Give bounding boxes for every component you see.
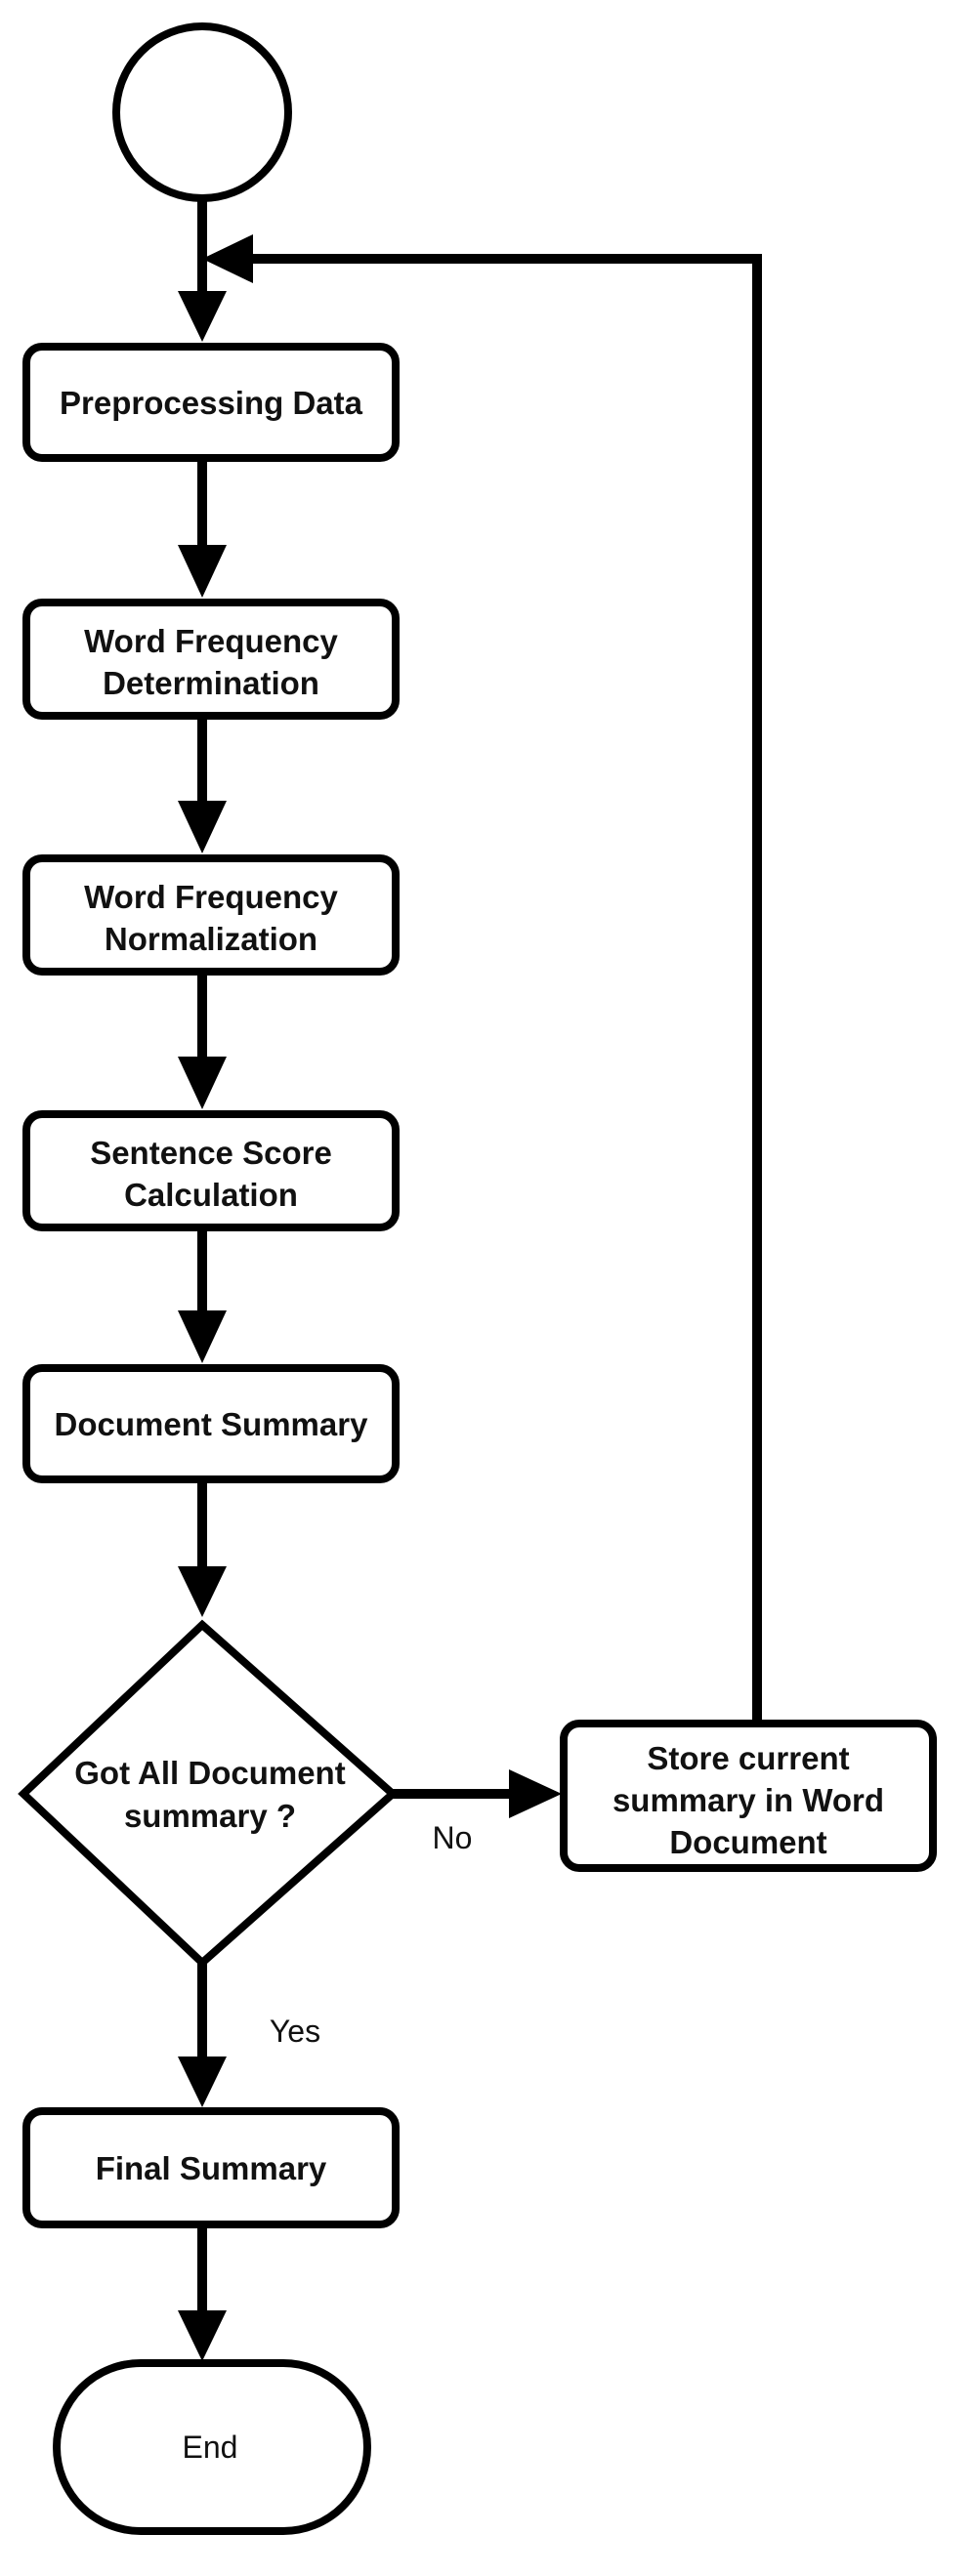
decision-line-2: summary ? (124, 1798, 296, 1834)
arrowhead (509, 1769, 562, 1818)
store-summary-node: Store current summary in Word Document (560, 1720, 937, 1872)
preprocessing-node: Preprocessing Data (22, 343, 400, 462)
store-summary-line-1: Store current (647, 1740, 849, 1776)
sentence-score-calculation-line-1: Sentence Score (90, 1135, 332, 1171)
sentence-score-calculation-node: Sentence Score Calculation (22, 1110, 400, 1231)
word-frequency-determination-line-1: Word Frequency (84, 623, 338, 659)
document-summary-node: Document Summary (22, 1364, 400, 1483)
arrowhead (178, 1310, 227, 1363)
arrowhead (178, 1566, 227, 1617)
word-frequency-determination-line-2: Determination (103, 665, 319, 701)
arrowhead (178, 291, 227, 342)
arrowhead (178, 545, 227, 598)
store-summary-line-2: summary in Word (613, 1782, 884, 1818)
word-frequency-determination-node: Word Frequency Determination (22, 599, 400, 720)
sentence-score-calculation-line-2: Calculation (124, 1177, 298, 1213)
final-summary-label: Final Summary (96, 2150, 327, 2186)
word-frequency-normalization-line-2: Normalization (105, 921, 317, 957)
final-summary-node: Final Summary (22, 2107, 400, 2228)
edge-store-loop-back (249, 254, 762, 1724)
arrowhead (178, 2310, 227, 2361)
document-summary-label: Document Summary (55, 1406, 369, 1442)
end-node: End (53, 2359, 371, 2535)
decision-node: Got All Document summary ? (18, 1619, 400, 1969)
arrowhead (202, 234, 253, 283)
arrowhead (178, 801, 227, 853)
end-label: End (183, 2430, 238, 2465)
word-frequency-normalization-line-1: Word Frequency (84, 879, 338, 915)
store-summary-line-3: Document (669, 1824, 826, 1860)
arrowhead (178, 1057, 227, 1109)
word-frequency-normalization-node: Word Frequency Normalization (22, 854, 400, 976)
arrowhead (178, 2057, 227, 2107)
start-node (112, 22, 292, 202)
decision-line-1: Got All Document (74, 1755, 345, 1791)
edge-label-no: No (433, 1820, 473, 1855)
edge-label-yes: Yes (270, 2014, 320, 2049)
preprocessing-label: Preprocessing Data (60, 385, 363, 421)
